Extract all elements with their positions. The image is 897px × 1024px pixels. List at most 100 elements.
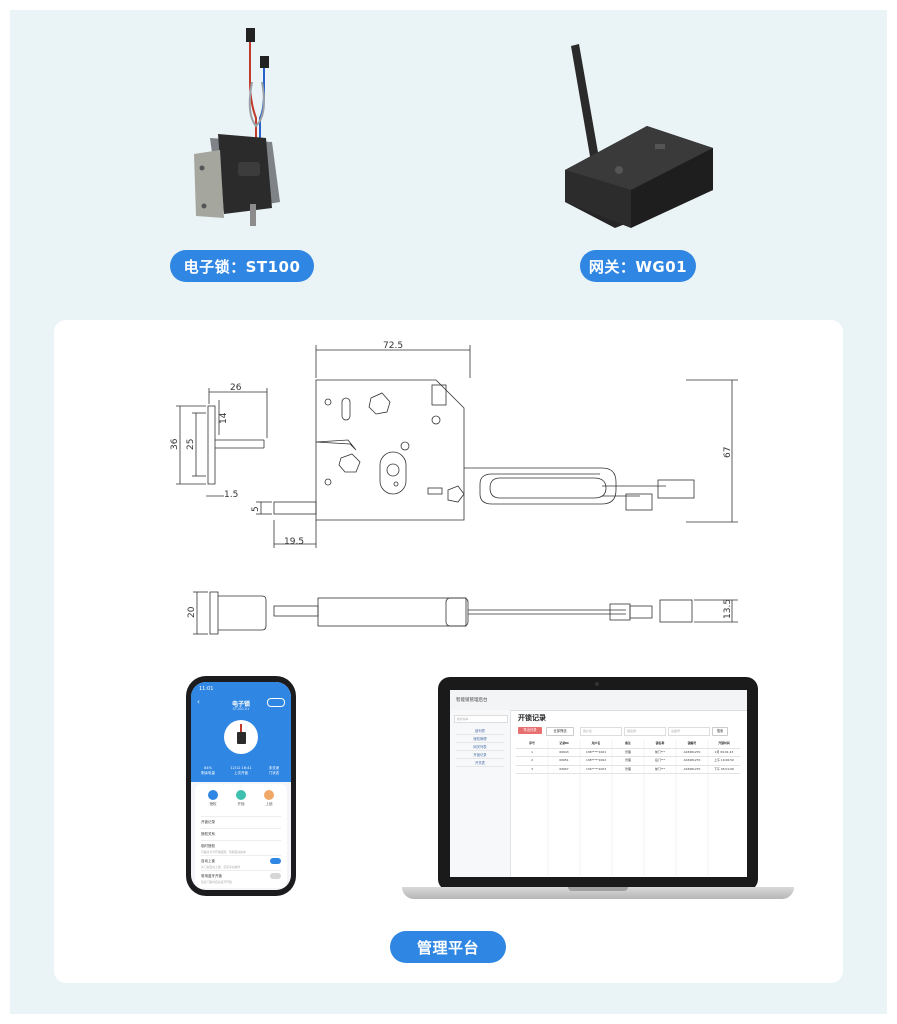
gateway-product-image xyxy=(565,44,713,228)
table-grid xyxy=(547,740,709,875)
row-auth-relations-label: 授权关系 xyxy=(201,832,215,836)
dim-bracket-depth: 26 xyxy=(230,383,242,393)
table-header: 序号 记录ID 用户名 备注 锁名称 锁编号 开锁时间 xyxy=(516,740,740,749)
table-cell: A03481270 xyxy=(683,749,701,754)
ble-unlock-toggle[interactable] xyxy=(270,873,281,879)
phone-title: 电子锁 xyxy=(231,701,250,708)
row-auto-lock-hint: 关门后自动上锁，无需手动操作 xyxy=(201,865,241,869)
col-lock-name: 锁名称 xyxy=(655,741,665,745)
product-label-gateway: 网关：WG01 xyxy=(580,250,696,282)
authorize-button[interactable]: 授权 xyxy=(200,790,226,807)
filter-button[interactable]: 全部筛选 xyxy=(546,727,574,736)
laptop-base xyxy=(402,887,794,899)
lock-device-image xyxy=(224,720,258,754)
menu-item-auth[interactable]: 授权管理 xyxy=(456,736,504,743)
col-lock-no: 锁编号 xyxy=(687,741,697,745)
dim-slot: 14 xyxy=(219,412,229,424)
phone-panel: 授权 开锁 上锁 开锁记录 授权关系 临时授权可临时分享开锁权限，到期自动失效 … xyxy=(195,784,287,888)
table-cell: 管理 xyxy=(625,758,631,762)
row-temp-auth-label: 临时授权 xyxy=(201,844,215,848)
table-cell: 00643 xyxy=(559,749,569,754)
menu-item-gateway[interactable]: 网关列表 xyxy=(456,744,504,751)
key-icon xyxy=(208,790,218,800)
more-icon[interactable] xyxy=(267,698,285,707)
row-unlock-records-label: 开锁记录 xyxy=(201,820,215,824)
filter-lockname-input[interactable]: 锁名称 xyxy=(624,727,666,736)
unlock-button[interactable]: 开锁 xyxy=(228,790,254,807)
table-cell: 138*****1001 xyxy=(585,749,607,754)
table-cell: 管理 xyxy=(625,766,631,771)
row-auto-lock-label: 自动上锁 xyxy=(201,859,215,863)
col-index: 序号 xyxy=(529,741,535,745)
laptop-mockup: 智能锁管理后台 搜索菜单... 锁列表 授权管理 网关列表 开锁记录 开关表 开… xyxy=(438,677,758,891)
lock-product-image xyxy=(194,28,280,226)
col-time: 开锁时间 xyxy=(718,741,730,745)
dim-thickness: 1.5 xyxy=(224,490,238,500)
table-cell: 上午 10:06:50 xyxy=(714,758,734,762)
battery-label: 剩余电量 xyxy=(201,771,215,775)
table-cell: A03481270 xyxy=(683,758,701,762)
authorize-label: 授权 xyxy=(209,802,217,806)
row-ble-unlock[interactable]: 常用蓝牙开锁靠近门锁时自动蓝牙开锁 xyxy=(201,870,281,884)
admin-header: 智能锁管理后台 xyxy=(450,690,747,711)
auto-lock-toggle[interactable] xyxy=(270,858,281,864)
lock-button[interactable]: 上锁 xyxy=(256,790,282,807)
filter-device-input[interactable]: 设备号 xyxy=(668,727,710,736)
table-cell: 后门*** xyxy=(654,758,666,762)
table-cell: 00651 xyxy=(559,758,569,762)
dim-side-height: 13.5 xyxy=(723,599,733,619)
phone-header: 11:01 ‹ 电子锁 ST100-01 84%剩余电量 12/12 16:41… xyxy=(191,682,291,782)
filter-username-input[interactable]: 用户名 xyxy=(580,727,622,736)
camera-icon xyxy=(595,682,599,686)
search-button[interactable]: 搜索 xyxy=(712,727,728,736)
table-cell: 2 xyxy=(531,758,533,762)
col-note: 备注 xyxy=(625,741,631,745)
table-cell: 138*****1002 xyxy=(585,758,607,762)
admin-page-title: 开锁记录 xyxy=(518,714,546,722)
phone-mockup: 11:01 ‹ 电子锁 ST100-01 84%剩余电量 12/12 16:41… xyxy=(186,676,296,896)
admin-app-title: 智能锁管理后台 xyxy=(456,698,488,703)
admin-screen: 智能锁管理后台 搜索菜单... 锁列表 授权管理 网关列表 开锁记录 开关表 开… xyxy=(450,690,747,877)
admin-sidebar: 搜索菜单... 锁列表 授权管理 网关列表 开锁记录 开关表 xyxy=(450,710,511,877)
door-value: 未关闭 xyxy=(268,766,280,770)
table-row[interactable]: 1 00643 138*****1001 管理 前门*** A03481270 2月 09:… xyxy=(516,749,740,757)
table-cell: 2月 09:01:43 xyxy=(714,749,734,754)
menu-item-records[interactable]: 开锁记录 xyxy=(456,752,504,759)
row-ble-unlock-hint: 靠近门锁时自动蓝牙开锁 xyxy=(201,880,232,884)
lock-icon xyxy=(264,790,274,800)
row-temp-auth[interactable]: 临时授权可临时分享开锁权限，到期自动失效 xyxy=(201,840,281,854)
unlock-label: 开锁 xyxy=(237,802,245,806)
table-cell: 前门*** xyxy=(654,749,666,754)
row-auto-lock[interactable]: 自动上锁关门后自动上锁，无需手动操作 xyxy=(201,855,281,869)
export-button[interactable]: 导出记录 xyxy=(518,727,542,734)
row-unlock-records[interactable]: 开锁记录 xyxy=(201,816,281,825)
door-stat: 未关闭门状态 xyxy=(259,766,289,776)
row-auth-relations[interactable]: 授权关系 xyxy=(201,828,281,837)
dim-width: 72.5 xyxy=(383,341,403,351)
dimension-drawing: 72.5 26 36 25 14 1.5 5 19.5 67 20 13.5 xyxy=(170,341,738,635)
row-temp-auth-hint: 可临时分享开锁权限，到期自动失效 xyxy=(201,850,246,854)
table-cell: 管理 xyxy=(625,749,631,754)
last-unlock-value: 12/12 16:41 xyxy=(230,766,252,770)
menu-item-lock-list[interactable]: 锁列表 xyxy=(456,728,504,735)
table-cell: 下午 05:01:06 xyxy=(714,766,734,771)
table-row[interactable]: 2 00651 138*****1002 管理 后门*** A03481270 上午 10:… xyxy=(516,757,740,766)
phone-status-time: 11:01 xyxy=(199,686,214,692)
col-record-id: 记录ID xyxy=(559,741,569,745)
menu-item-switch[interactable]: 开关表 xyxy=(456,760,504,767)
back-icon[interactable]: ‹ xyxy=(197,698,200,706)
dim-bolt-height: 5 xyxy=(251,506,261,512)
table-cell: 1 xyxy=(531,749,533,754)
menu-search-input[interactable]: 搜索菜单... xyxy=(454,715,508,723)
col-username: 用户名 xyxy=(591,741,601,745)
table-cell: A03481270 xyxy=(683,766,701,771)
door-label: 门状态 xyxy=(268,771,280,775)
platform-label: 管理平台 xyxy=(390,931,506,963)
admin-main: 开锁记录 导出记录 全部筛选 用户名 锁名称 设备号 搜索 序号 记录ID 用户… xyxy=(510,710,747,877)
battery-stat: 84%剩余电量 xyxy=(193,766,223,776)
lock-label: 上锁 xyxy=(265,802,273,806)
table-cell: 前门*** xyxy=(654,766,666,771)
last-unlock-label: 上次开锁 xyxy=(234,771,248,775)
